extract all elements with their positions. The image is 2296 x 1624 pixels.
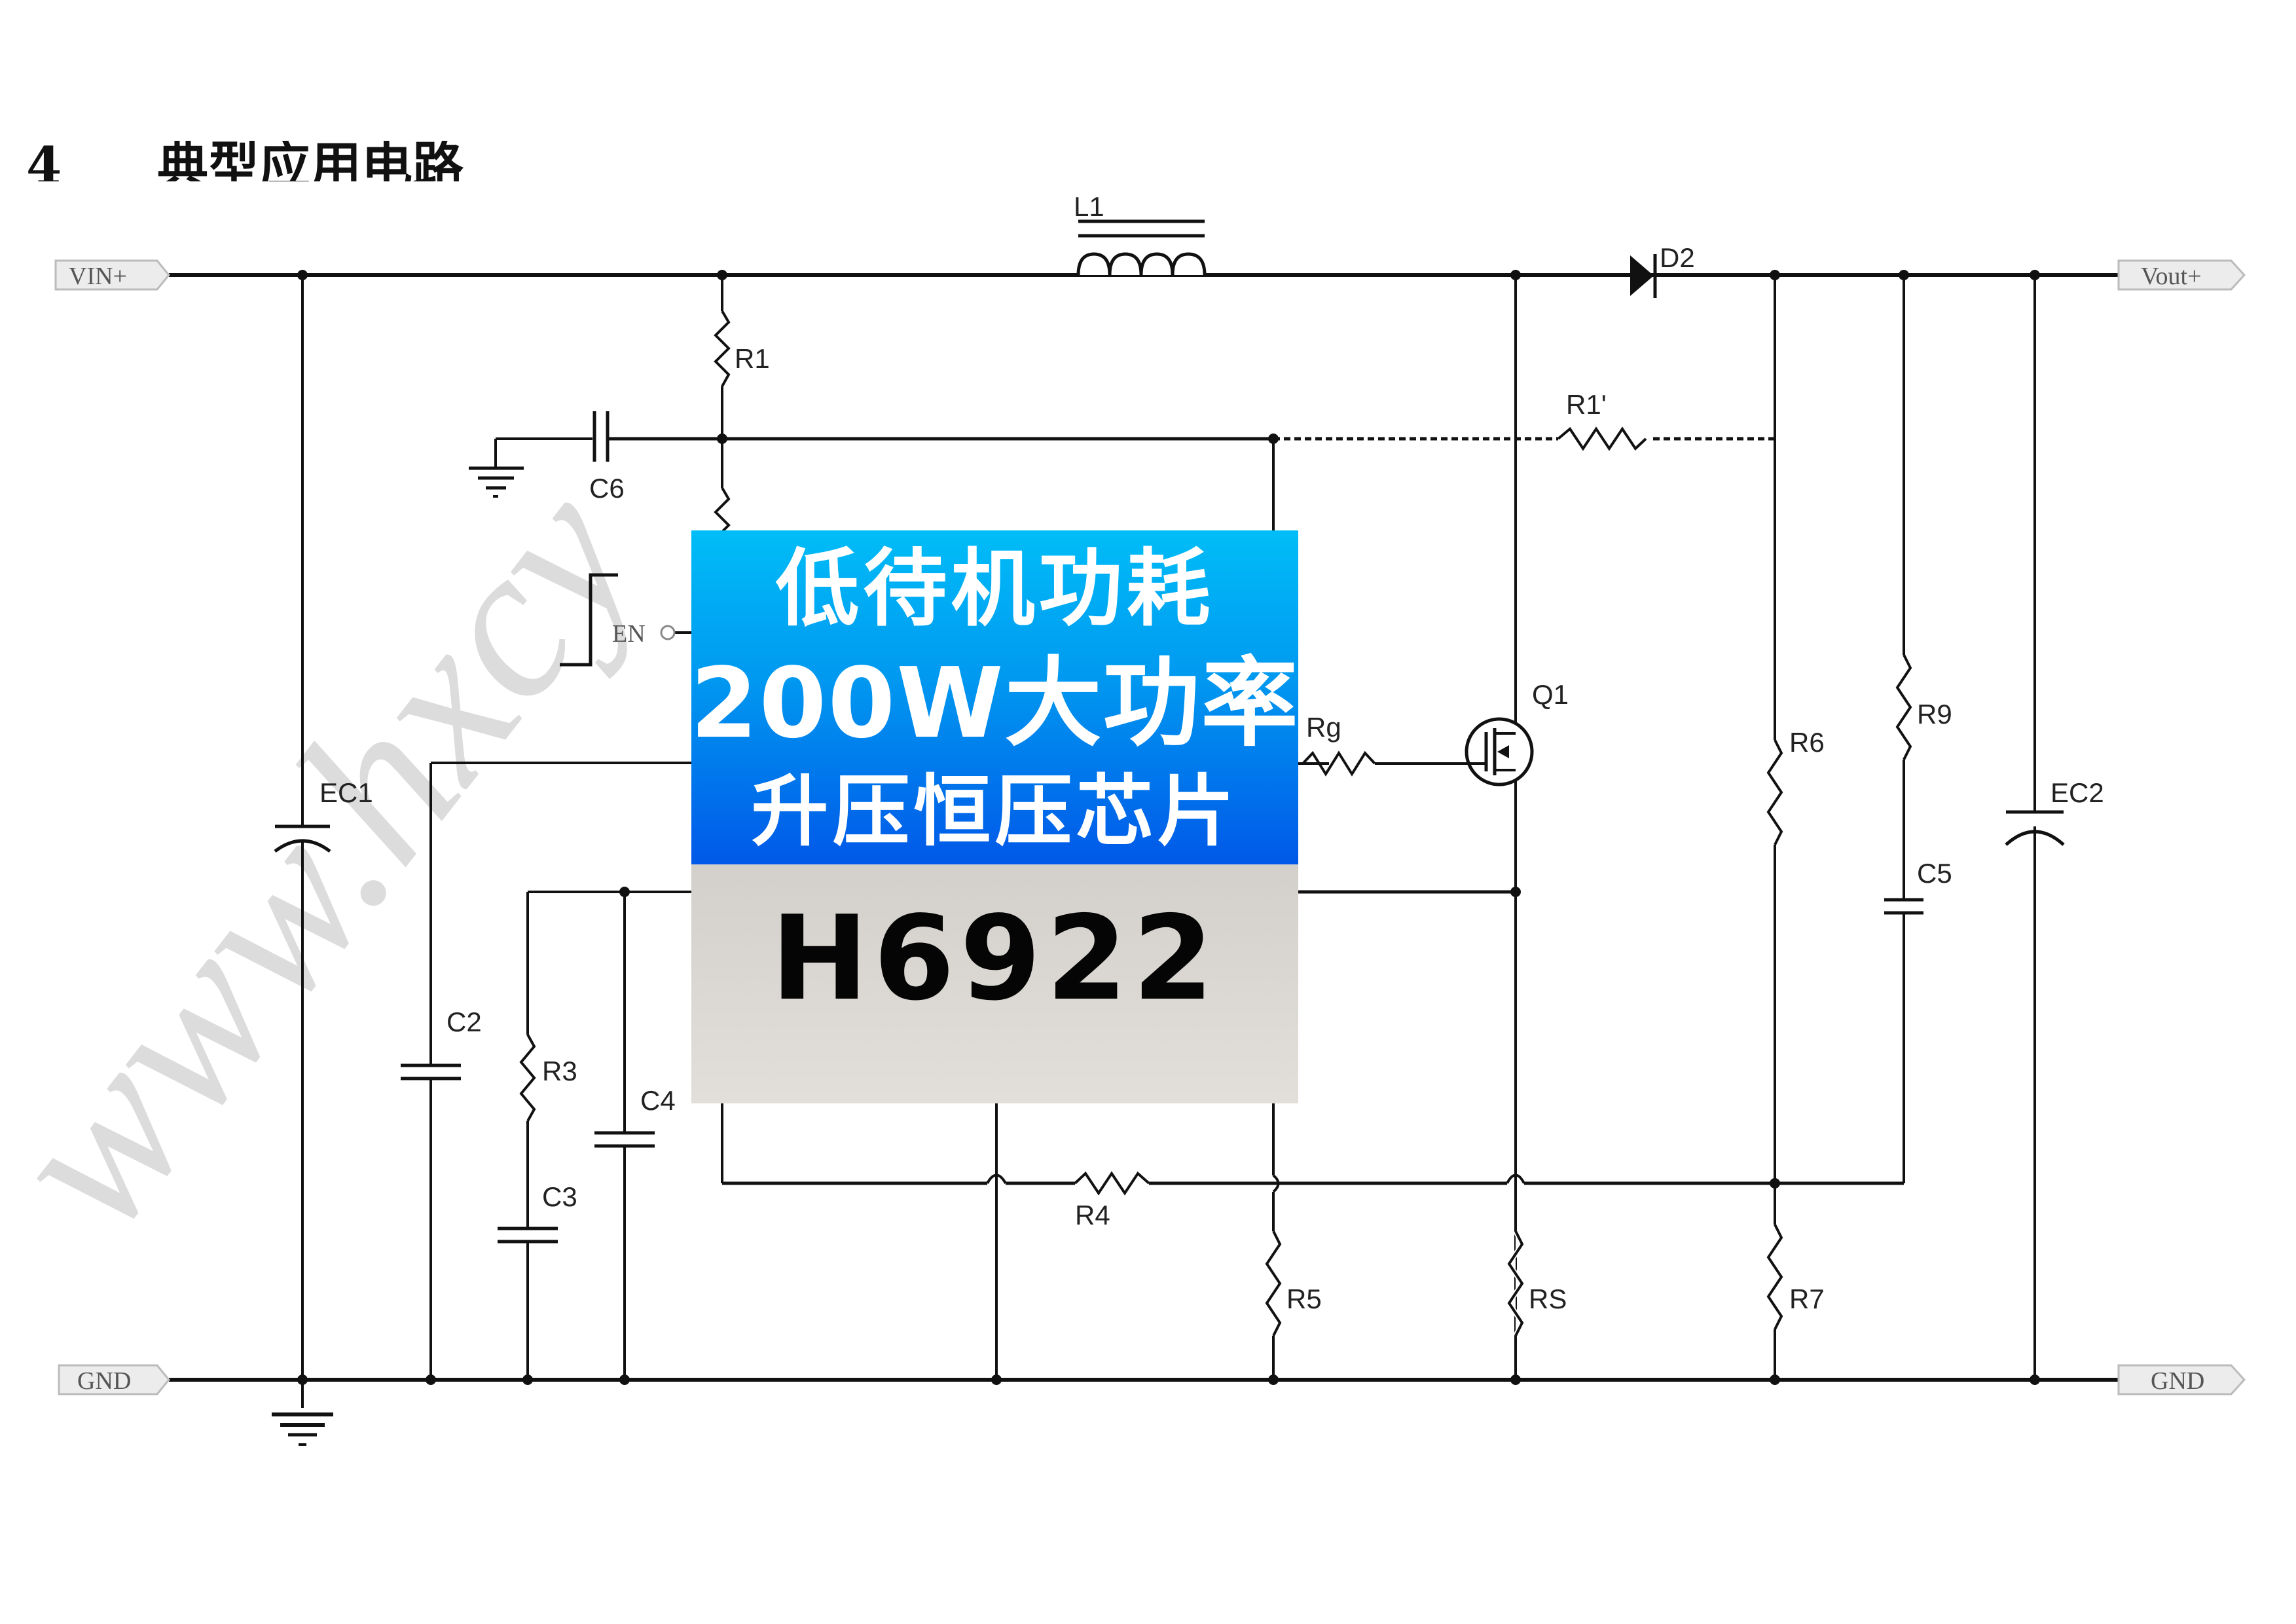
model-panel: H6922 (691, 864, 1298, 1103)
label-EC1: EC1 (319, 777, 373, 808)
port-gnd-right: GND (2117, 1364, 2246, 1395)
label-R5: R5 (1286, 1283, 1322, 1314)
label-C3: C3 (542, 1181, 577, 1212)
label-R7: R7 (1789, 1283, 1825, 1314)
label-R6: R6 (1789, 727, 1825, 758)
promo-line-2: 200W大功率 (690, 647, 1300, 760)
section-heading: 4 典型应用电路 (26, 141, 615, 181)
label-en: EN (612, 620, 646, 648)
label-C5: C5 (1917, 858, 1952, 889)
junction-dots (297, 270, 2040, 1385)
watermark: www.hxcy (0, 442, 683, 1274)
port-gnd-left: GND (58, 1364, 170, 1395)
port-vin: VIN+ (54, 259, 170, 291)
promo-line-3: 升压恒压芯片 (751, 766, 1239, 857)
svg-text:VIN+: VIN+ (69, 263, 127, 290)
label-R9: R9 (1917, 699, 1952, 729)
label-Q1: Q1 (1532, 679, 1569, 710)
promo-line-1: 低待机功耗 (775, 540, 1214, 638)
label-C2: C2 (446, 1006, 482, 1037)
label-D2: D2 (1660, 242, 1695, 273)
port-vout: Vout+ (2117, 259, 2246, 291)
promo-overlay: 低待机功耗 200W大功率 升压恒压芯片 H6922 (690, 530, 1300, 1103)
en-pin-circle (660, 625, 676, 640)
label-R3: R3 (542, 1056, 577, 1086)
watermark-text: www.hxcy (0, 442, 683, 1274)
section-title: 典型应用电路 (157, 141, 464, 181)
label-C6: C6 (589, 473, 625, 504)
label-RS: RS (1529, 1283, 1567, 1314)
svg-text:Vout+: Vout+ (2141, 263, 2202, 290)
label-R1: R1 (735, 343, 770, 374)
model-number: H6922 (771, 891, 1219, 1026)
svg-text:GND: GND (2151, 1367, 2204, 1395)
component-labels: L1 D2 R1 R1' C6 EC1 EC2 C2 R3 C3 C4 R4 R… (319, 191, 2104, 1314)
label-C4: C4 (640, 1085, 676, 1116)
label-R1p: R1' (1566, 389, 1607, 420)
label-L1: L1 (1074, 191, 1104, 222)
promo-banner: 低待机功耗 200W大功率 升压恒压芯片 (690, 530, 1300, 864)
label-EC2: EC2 (2050, 777, 2104, 808)
label-Rg: Rg (1306, 712, 1341, 743)
section-number: 4 (26, 141, 62, 181)
svg-text:GND: GND (77, 1367, 131, 1395)
label-R4: R4 (1075, 1200, 1110, 1230)
